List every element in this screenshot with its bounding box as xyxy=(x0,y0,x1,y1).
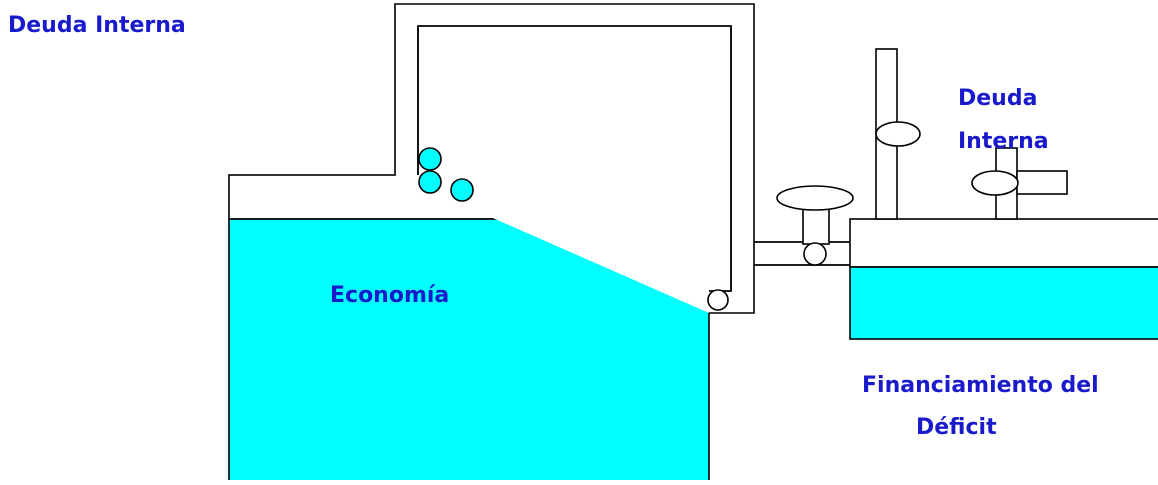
valve-ball xyxy=(803,242,827,266)
vertical-pipe-valve xyxy=(875,121,921,147)
outlet-bubble xyxy=(707,289,729,311)
vertical-pipe xyxy=(875,48,921,220)
valve-label-line2: Interna xyxy=(958,129,1049,154)
deficit-tank-water xyxy=(849,266,1158,340)
bubble xyxy=(450,178,474,202)
faucet-side-pipe xyxy=(1016,170,1068,195)
faucet-handle xyxy=(971,170,1019,196)
valve-handle xyxy=(776,185,854,211)
deficit-tank-label-line2: Déficit xyxy=(916,415,997,440)
deficit-tank-label-line1: Financiamiento del xyxy=(862,373,1099,398)
faucet xyxy=(971,147,1068,220)
top-left-title: Deuda Interna xyxy=(8,13,186,38)
valve-stem xyxy=(802,204,830,245)
siphon-pipe-channel-fill xyxy=(419,27,730,290)
bubble xyxy=(418,170,442,194)
connector-pipe-fill xyxy=(755,243,850,264)
connector-valve xyxy=(776,185,854,266)
deficit-tank-air xyxy=(849,218,1158,268)
economy-tank-label: Economía xyxy=(330,283,450,308)
bubbles xyxy=(418,147,474,202)
bubble xyxy=(418,147,442,171)
valve-label-line1: Deuda xyxy=(958,86,1038,111)
deficit-tank xyxy=(849,218,1158,340)
